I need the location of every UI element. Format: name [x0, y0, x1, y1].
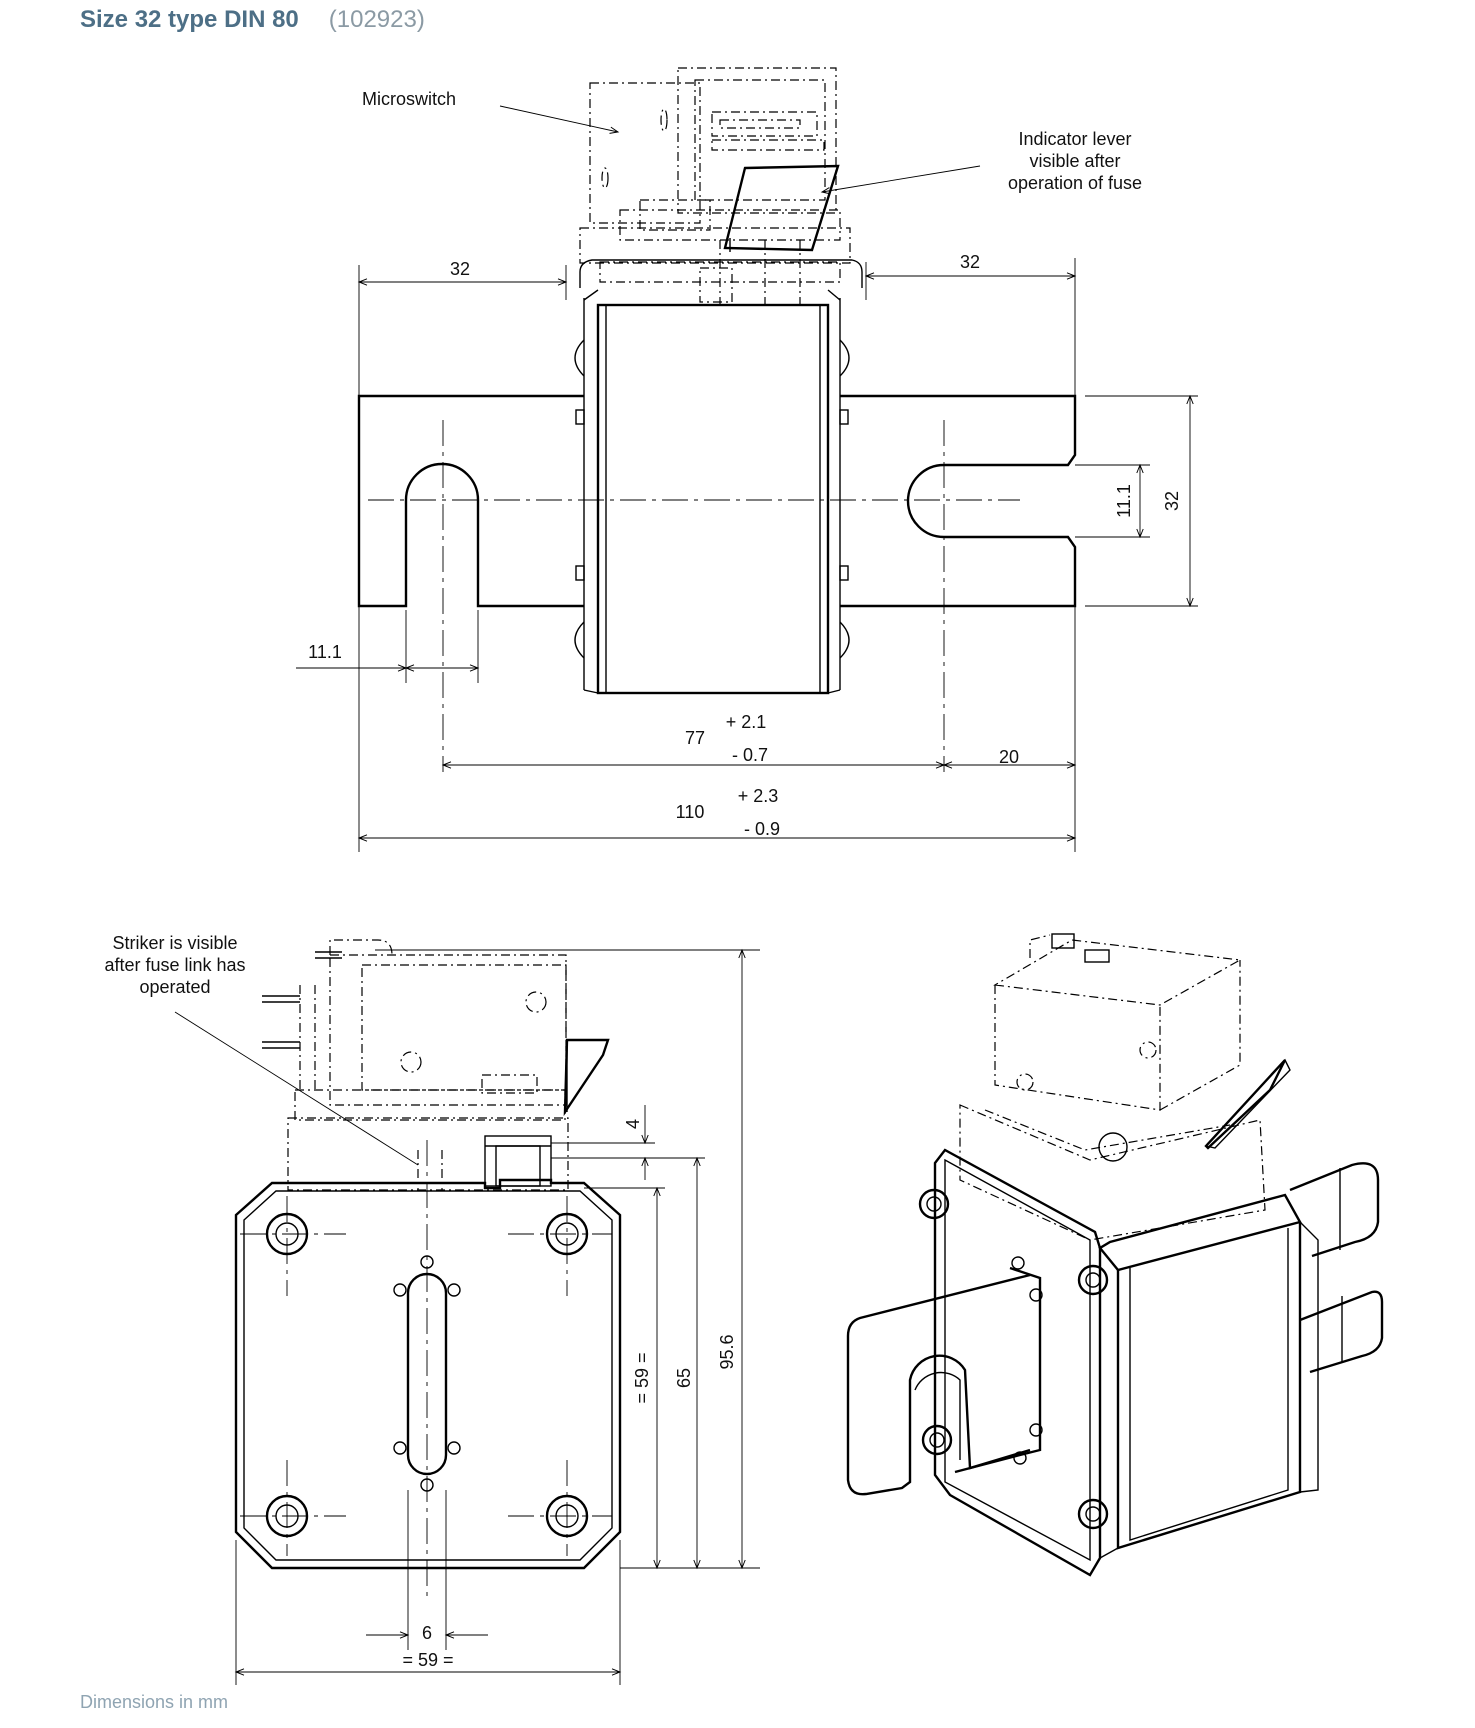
dim-center-distance: 77 [685, 728, 705, 748]
iso-microswitch [959, 933, 1266, 1241]
dim-height-65: 65 [674, 1368, 694, 1388]
callout-striker-1: Striker is visible [112, 933, 237, 953]
dim-body-width: = 59 = [402, 1650, 453, 1670]
dim-right-offset: 20 [999, 747, 1019, 767]
left-contact-blade [357, 394, 584, 608]
dim-overall-length: 110 [676, 802, 705, 822]
dim-left-width: 32 [450, 259, 470, 279]
iso-inspection-slot [954, 1256, 1043, 1474]
callout-indicator-3: operation of fuse [1008, 173, 1142, 193]
dim-slot-width: 11.1 [308, 642, 342, 662]
front-body-plate [234, 1178, 622, 1570]
callout-striker-2: after fuse link has [104, 955, 245, 975]
dim-right-width: 32 [960, 252, 980, 272]
dim-center-tol-minus: - 0.7 [732, 745, 768, 765]
dim-overall-tol-minus: - 0.9 [744, 819, 780, 839]
part-number: (102923) [328, 6, 425, 33]
front-view: 4 = 59 = 65 95.6 6 = 59 = Striker is vis… [104, 933, 760, 1685]
indicator-lever [723, 164, 840, 252]
front-microswitch-outline [262, 939, 569, 1191]
isometric-view [846, 933, 1384, 1577]
top-view: 32 32 11.1 32 11.1 77 + 2.1 - 0.7 20 11 [296, 67, 1198, 852]
dim-center-tol-plus: + 2.1 [726, 712, 767, 732]
dimensions-note: Dimensions in mm [80, 1692, 229, 1712]
dim-slot-height: 11.1 [1114, 484, 1134, 518]
right-contact-blade [840, 394, 1077, 608]
dim-striker-height: 4 [623, 1119, 643, 1129]
callout-striker-3: operated [139, 977, 210, 997]
dim-slot-width-6: 6 [422, 1623, 432, 1643]
striker-block [484, 1135, 552, 1187]
callout-microswitch: Microswitch [362, 89, 456, 109]
page-header: Size 32 type DIN 80 (102923) [80, 6, 425, 46]
dim-blade-height: 32 [1162, 491, 1182, 511]
dim-body-height: = 59 = [632, 1352, 652, 1403]
iso-body [918, 1148, 1319, 1577]
callout-indicator-2: visible after [1029, 151, 1120, 171]
callout-indicator-1: Indicator lever [1018, 129, 1131, 149]
iso-right-blade [1289, 1162, 1380, 1258]
dim-overall-tol-plus: + 2.3 [738, 786, 779, 806]
page-title: Size 32 type DIN 80 [80, 6, 299, 33]
dim-height-95: 95.6 [717, 1334, 737, 1369]
iso-left-blade [846, 1273, 1031, 1496]
fuse-body [574, 259, 863, 695]
microswitch-outline [579, 67, 851, 305]
front-indicator-lever [563, 1038, 610, 1117]
